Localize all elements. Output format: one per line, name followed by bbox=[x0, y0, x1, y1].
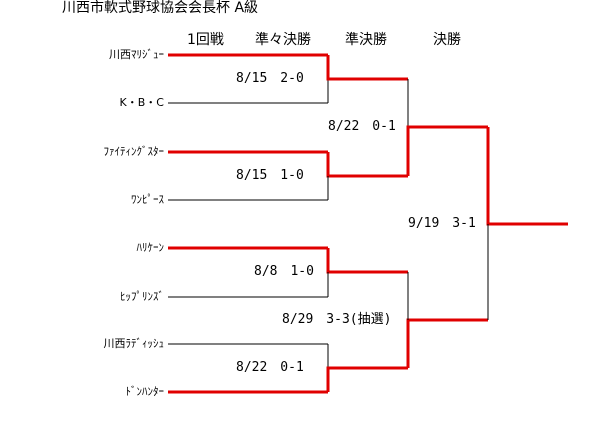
team-3: ﾌｧｲﾃｨﾝｸﾞｽﾀｰ bbox=[103, 145, 165, 158]
final-connector-winner bbox=[486, 127, 568, 226]
header-final: 決勝 bbox=[433, 32, 461, 48]
header-round1: 1回戦 bbox=[187, 32, 224, 48]
result-qf4: 8/22 0-1 bbox=[236, 360, 304, 375]
team-1: 川西ﾏﾘｼﾞｭｰ bbox=[109, 48, 164, 61]
result-final: 9/19 3-1 bbox=[408, 216, 476, 231]
result-sf1: 8/22 0-1 bbox=[328, 119, 396, 134]
team-5: ﾊﾘｹｰﾝ bbox=[136, 241, 165, 254]
sf1-connector-winner bbox=[406, 125, 488, 176]
team-6: ﾋｯﾌﾟﾘﾝｽﾞ bbox=[120, 290, 164, 303]
team-7: 川西ﾗﾃﾞｨｯｼｭ bbox=[103, 337, 165, 350]
tournament-title: 川西市軟式野球協会会長杯 A級 bbox=[62, 0, 259, 16]
qf1-connector-winner bbox=[326, 55, 408, 81]
sf2-connector-winner bbox=[406, 318, 488, 368]
qf3-connector-winner bbox=[326, 248, 408, 274]
result-qf2: 8/15 1-0 bbox=[236, 168, 304, 183]
header-quarterfinal: 準々決勝 bbox=[255, 32, 311, 48]
result-qf1: 8/15 2-0 bbox=[236, 71, 304, 86]
result-qf3: 8/8 1-0 bbox=[254, 264, 314, 279]
header-semifinal: 準決勝 bbox=[345, 32, 387, 48]
team-2: K・B・C bbox=[119, 96, 164, 109]
qf4-connector-winner bbox=[326, 366, 408, 392]
team-8: ﾄﾞﾝﾊﾝﾀｰ bbox=[125, 385, 165, 398]
team-4: ﾜﾝﾋﾟｰｽ bbox=[131, 193, 164, 206]
result-sf2: 8/29 3-3(抽選) bbox=[282, 312, 392, 327]
qf2-connector-winner bbox=[326, 152, 408, 178]
